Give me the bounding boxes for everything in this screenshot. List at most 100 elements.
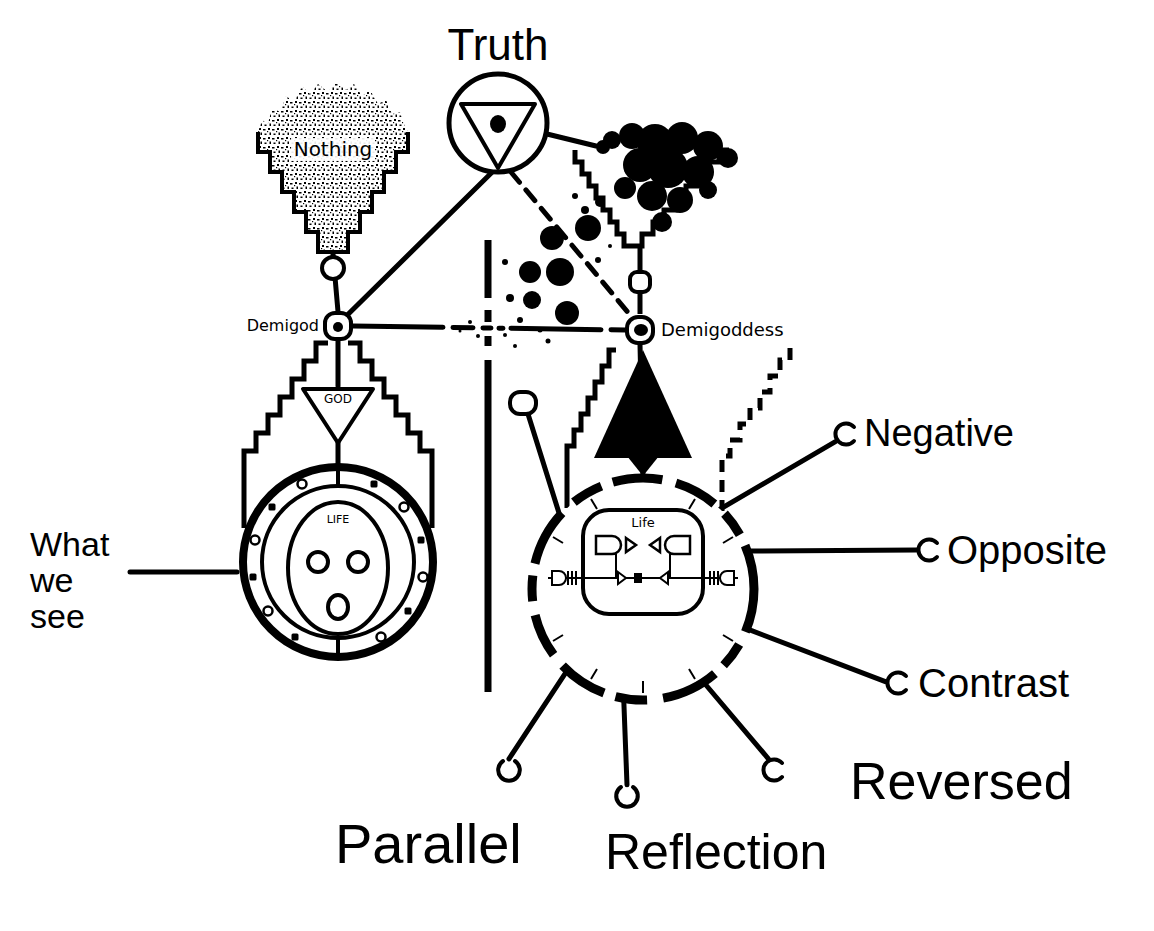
mirror-life-circle-outline-part: [552, 571, 734, 585]
node-marker: [760, 756, 788, 784]
node-text: Truth: [447, 20, 548, 71]
truth-circle-part: [449, 74, 547, 172]
aspect-node: Reversed: [760, 752, 1073, 812]
spray-dots-part: [595, 197, 605, 207]
aspect-node: Opposite: [915, 527, 1107, 573]
node-marker-part: [616, 787, 638, 807]
connector-line: [720, 442, 835, 510]
connector-knob-part: [322, 257, 344, 279]
aspect-node: Contrast: [884, 660, 1069, 706]
node-marker: [495, 756, 523, 784]
dark-cloud-part-part: [718, 148, 738, 168]
spray-dots-part: [595, 257, 601, 263]
spray-dots: [459, 193, 613, 348]
demigod-node: Demigod: [247, 310, 354, 342]
mirror-life-circle-outline-part: [626, 538, 660, 552]
connector-line: [336, 340, 341, 386]
dark-cloud-part: [630, 272, 650, 292]
life-circle-outline-part: [243, 467, 433, 657]
dark-cloud-part-part: [637, 181, 667, 211]
mirror-life-circle-outline-part: [583, 510, 703, 614]
mirror-life-circle-outline-part: [634, 573, 642, 583]
spray-dots-part: [459, 330, 462, 333]
spray-dots-part: [540, 226, 564, 250]
node-marker: [884, 669, 912, 697]
dark-cloud-part: [603, 122, 738, 232]
life-circle-outline-part: [348, 552, 368, 572]
node-text: Opposite: [947, 527, 1107, 573]
aspect-node: Parallel: [335, 756, 523, 876]
life-circle-outline-part: [328, 595, 348, 619]
node-marker: [322, 310, 354, 342]
life-circle-outline-part-part: [400, 503, 409, 512]
connector-line: [747, 629, 886, 682]
mirror-life-circle: Life: [526, 472, 760, 706]
life-circle-outline-part-part: [371, 481, 378, 488]
side-knob-part: [528, 414, 559, 513]
node-text: Parallel: [335, 812, 522, 876]
dark-triangle-part: [594, 350, 692, 458]
life-circle-outline-part-part: [418, 537, 425, 544]
spray-dots-part: [538, 328, 543, 333]
life-circle-outline-part-part: [250, 574, 257, 581]
life-circle-outline-part: [262, 486, 414, 638]
node-text: Demigoddess: [661, 320, 784, 341]
node-text: Contrast: [918, 660, 1069, 706]
connector-knob: [322, 257, 344, 279]
connector-line: [624, 698, 627, 785]
mirror-life-circle-outline-part: [596, 536, 690, 554]
truth-circle: [446, 71, 550, 175]
node-marker-part: [627, 317, 653, 343]
side-label: What we see: [30, 526, 125, 634]
node-marker-part: [763, 759, 782, 780]
node-text: Reversed: [850, 752, 1073, 812]
god-triangle: GOD: [300, 386, 376, 446]
truth-circle-part: [490, 115, 506, 133]
spray-dots-part: [523, 291, 541, 309]
connector-line: [511, 172, 633, 318]
spray-dots-part: [546, 258, 574, 286]
node-marker: [915, 536, 943, 564]
god-triangle-outline-part: [303, 389, 373, 443]
node-text: Nothing: [291, 138, 376, 161]
dark-cloud-part-part: [614, 177, 636, 199]
divider-line-part: [485, 240, 492, 692]
nothing-cloud-outline-part: [258, 82, 408, 252]
node-marker-part: [333, 322, 343, 332]
dark-cloud-part-part: [603, 131, 621, 149]
node-text: Life: [631, 516, 654, 531]
node-marker-part: [325, 313, 351, 339]
truth-link-part: [547, 134, 596, 146]
leader-line-part: [130, 570, 237, 575]
demigoddess-node: Demigoddess: [624, 314, 784, 346]
life-circle-outline: [238, 462, 438, 662]
mirror-life-circle-outline: [526, 472, 760, 706]
dark-triangle: [594, 350, 692, 476]
nothing-cloud-outline-part: [258, 132, 408, 252]
spray-dots-part: [575, 215, 601, 241]
node-marker: [624, 314, 656, 346]
spray-dots-part: [476, 334, 480, 338]
node-marker-part: [835, 423, 854, 444]
node-marker: [613, 782, 641, 810]
truth-link: [547, 134, 610, 154]
connector-line: [747, 550, 916, 551]
spray-dots-part: [581, 206, 589, 214]
spray-dots-part: [572, 193, 578, 199]
node-text: What we see: [30, 526, 125, 634]
spray-dots-part: [546, 339, 551, 344]
node-marker-part: [498, 761, 520, 781]
life-circle-outline-part: [251, 480, 428, 642]
aspect-node: Reflection: [605, 782, 827, 882]
mirror-life-circle-outline-part: [553, 499, 733, 693]
life-circle-outline-part-part: [264, 607, 273, 616]
leader-line: [130, 570, 237, 575]
life-circle-outline-part: [336, 467, 340, 657]
node-marker-part: [918, 539, 937, 560]
spray-dots-part: [555, 301, 579, 325]
nothing-cloud: Nothing: [258, 82, 408, 254]
nothing-cloud-outline: [258, 82, 408, 254]
node-text: Negative: [864, 412, 1014, 456]
life-circle-outline-part: [308, 552, 328, 572]
life-circle-outline-part: [288, 502, 388, 634]
